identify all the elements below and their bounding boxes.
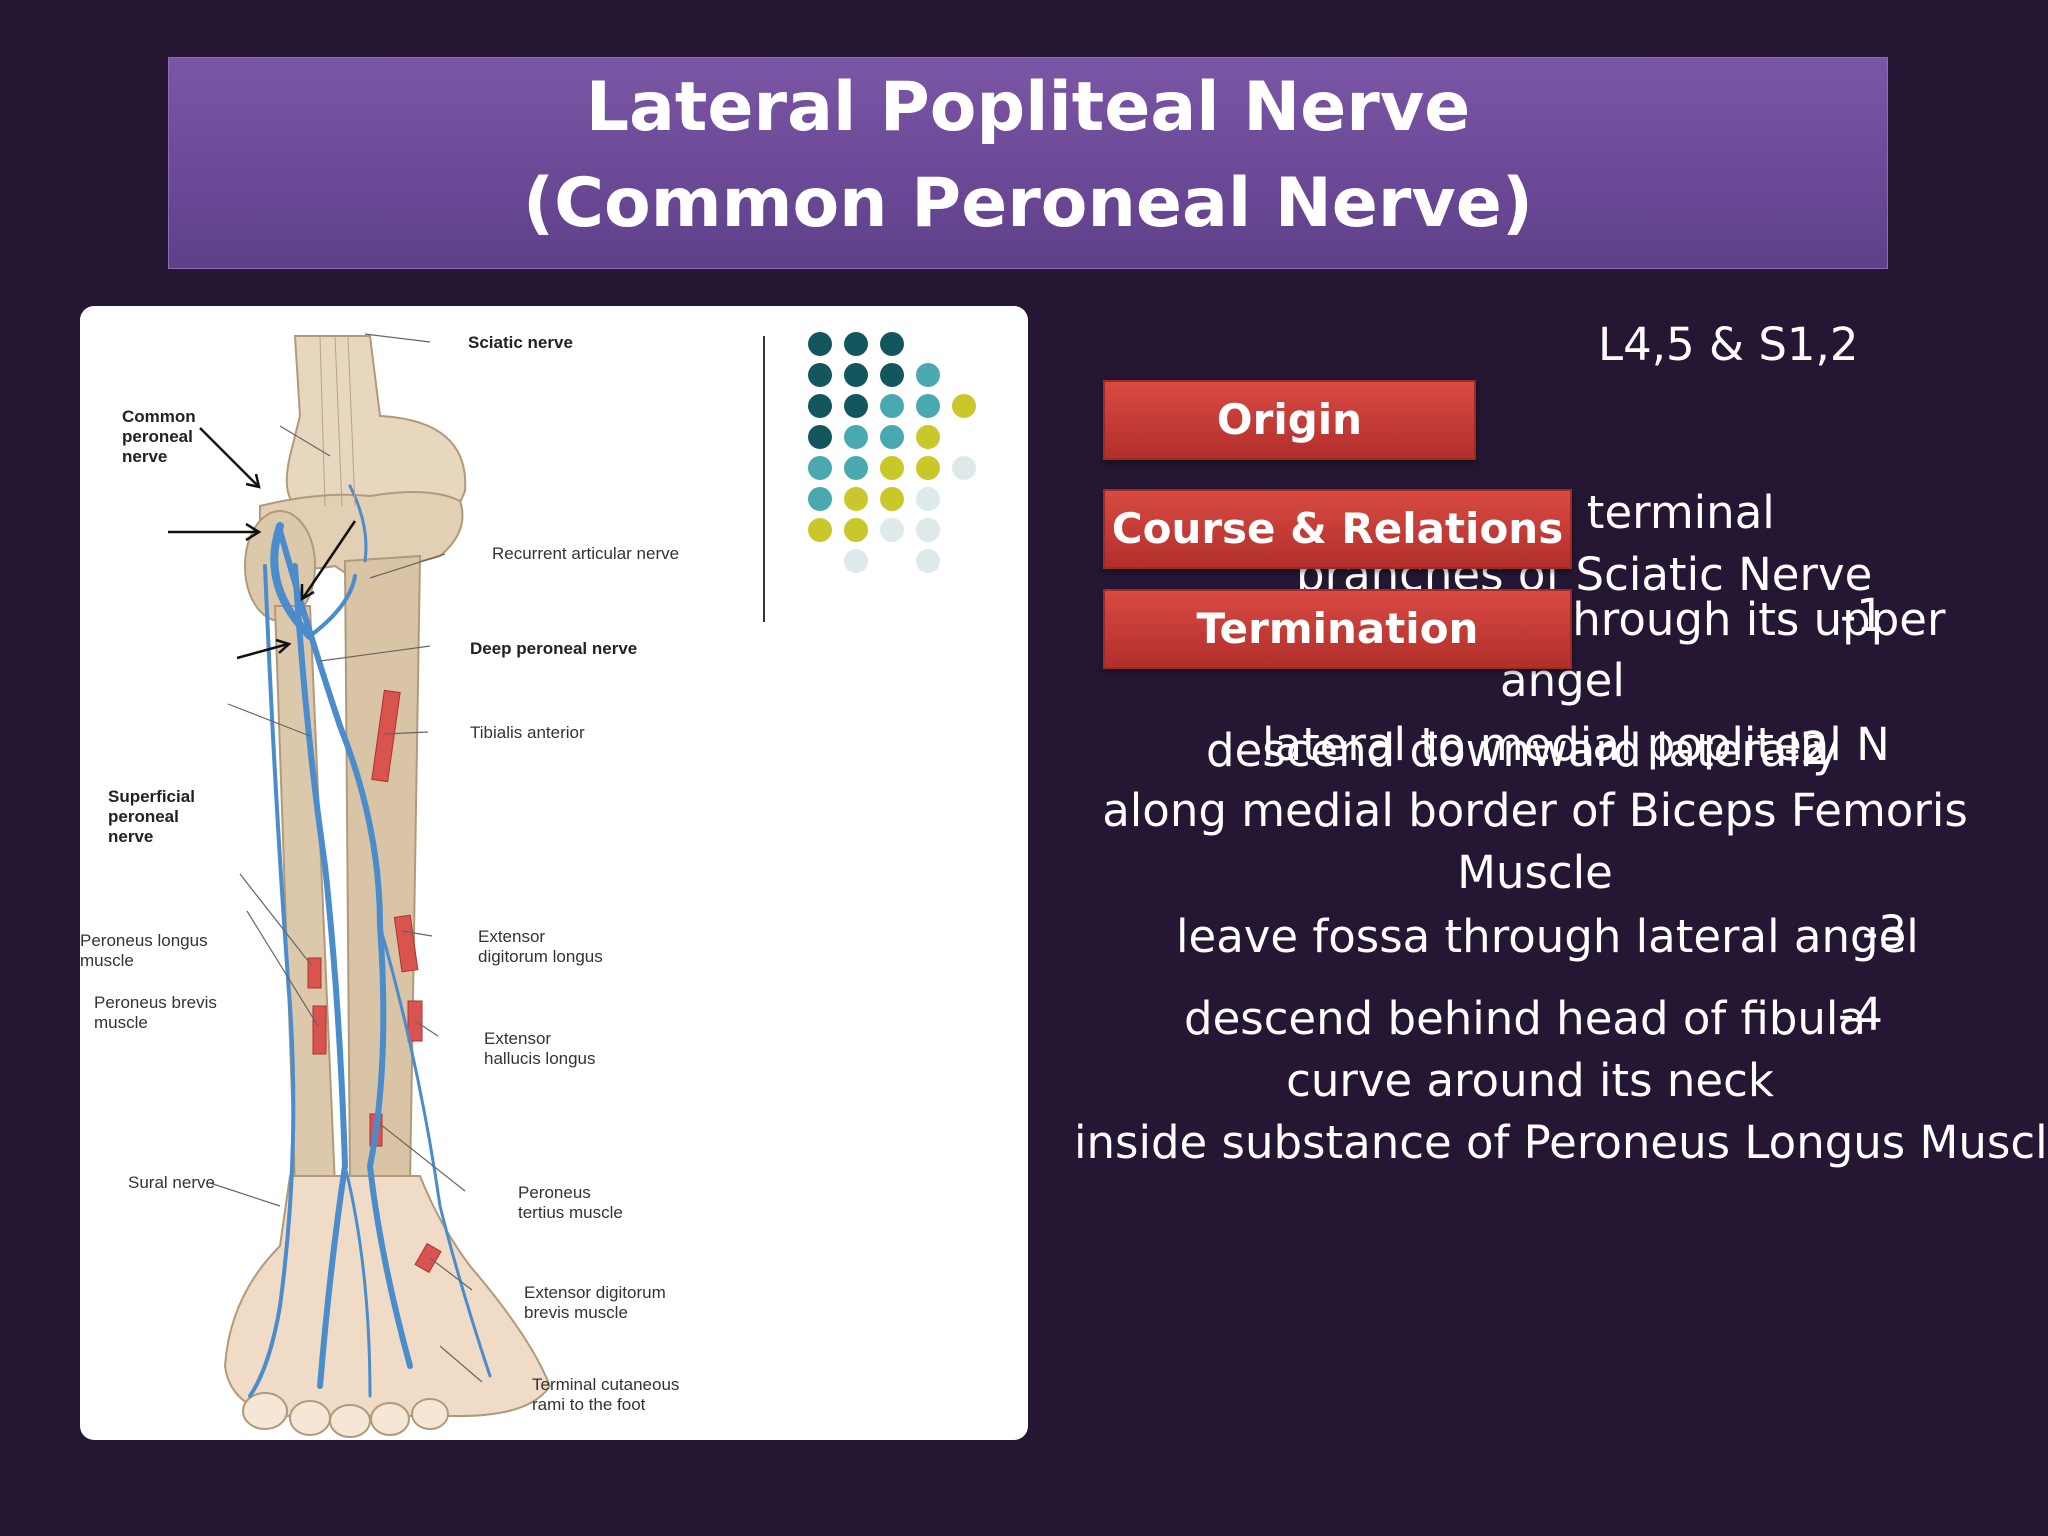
course-relations-button[interactable]: Course & Relations: [1103, 489, 1572, 569]
nerve-roots: L4,5 & S1,2: [1598, 318, 1859, 371]
course-line-8: descend behind head of fibula: [1184, 992, 1867, 1045]
course-number-2: -2: [1784, 722, 1829, 775]
label-ehl-2: hallucis longus: [484, 1049, 596, 1068]
label-edl-1: Extensor: [478, 927, 545, 946]
course-number-4: -4: [1838, 988, 1883, 1041]
label-edb-2: brevis muscle: [524, 1303, 628, 1322]
label-superficial-1: Superficial: [108, 787, 195, 806]
title-line-2: (Common Peroneal Nerve): [523, 164, 1533, 243]
course-line-3: lateral to medial popliteal N: [1262, 718, 1890, 771]
title-bar: Lateral Popliteal Nerve (Common Peroneal…: [168, 57, 1888, 269]
origin-button[interactable]: Origin: [1103, 380, 1476, 460]
toes: [242, 1392, 449, 1438]
foot-shape: [223, 1175, 552, 1417]
course-line-6: Muscle: [1457, 846, 1613, 899]
course-number-3: -3: [1862, 906, 1907, 959]
label-common-3: nerve: [122, 447, 167, 466]
course-line-10: inside substance of Peroneus Longus Musc…: [1074, 1116, 2048, 1169]
course-line-9: curve around its neck: [1286, 1054, 1774, 1107]
title-line-1: Lateral Popliteal Nerve: [585, 68, 1471, 147]
label-tertius-2: tertius muscle: [518, 1203, 623, 1222]
course-number-1: -1: [1840, 589, 1885, 642]
course-line-7: leave fossa through lateral angel: [1176, 910, 1919, 963]
label-common-2: peroneal: [122, 427, 193, 446]
label-edl-2: digitorum longus: [478, 947, 603, 966]
anatomy-figure: Sciatic nerve Common peroneal nerve Recu…: [80, 306, 1028, 1440]
label-ehl-1: Extensor: [484, 1029, 551, 1048]
nerve-paths: [248, 484, 492, 1398]
label-tibialis: Tibialis anterior: [470, 723, 585, 742]
label-sural: Sural nerve: [128, 1173, 215, 1192]
label-edb-1: Extensor digitorum: [524, 1283, 666, 1302]
label-superficial-2: peroneal: [108, 807, 179, 826]
leg-nerve-illustration: Sciatic nerve Common peroneal nerve Recu…: [80, 332, 976, 1438]
course-line-5: along medial border of Biceps Femoris: [1102, 784, 1968, 837]
label-superficial-3: nerve: [108, 827, 153, 846]
termination-button[interactable]: Termination: [1103, 589, 1572, 669]
black-arrows: [168, 427, 357, 660]
label-peroneus-brevis-1: Peroneus brevis: [94, 993, 217, 1012]
label-peroneus-longus-1: Peroneus longus: [80, 931, 208, 950]
label-peroneus-brevis-2: muscle: [94, 1013, 148, 1032]
label-terminal-2: rami to the foot: [532, 1395, 646, 1414]
decorative-dots: [808, 332, 976, 573]
label-deep-peroneal: Deep peroneal nerve: [470, 639, 637, 658]
label-terminal-1: Terminal cutaneous: [532, 1375, 679, 1394]
label-peroneus-longus-2: muscle: [80, 951, 134, 970]
course-line-4: descend downward laterally: [1206, 724, 1840, 777]
muscle-markers: [307, 689, 442, 1274]
label-tertius-1: Peroneus: [518, 1183, 591, 1202]
label-common-1: Common: [122, 407, 196, 426]
pointer-lines: [209, 333, 483, 1383]
label-recurrent: Recurrent articular nerve: [492, 544, 679, 563]
label-sciatic: Sciatic nerve: [468, 333, 573, 352]
